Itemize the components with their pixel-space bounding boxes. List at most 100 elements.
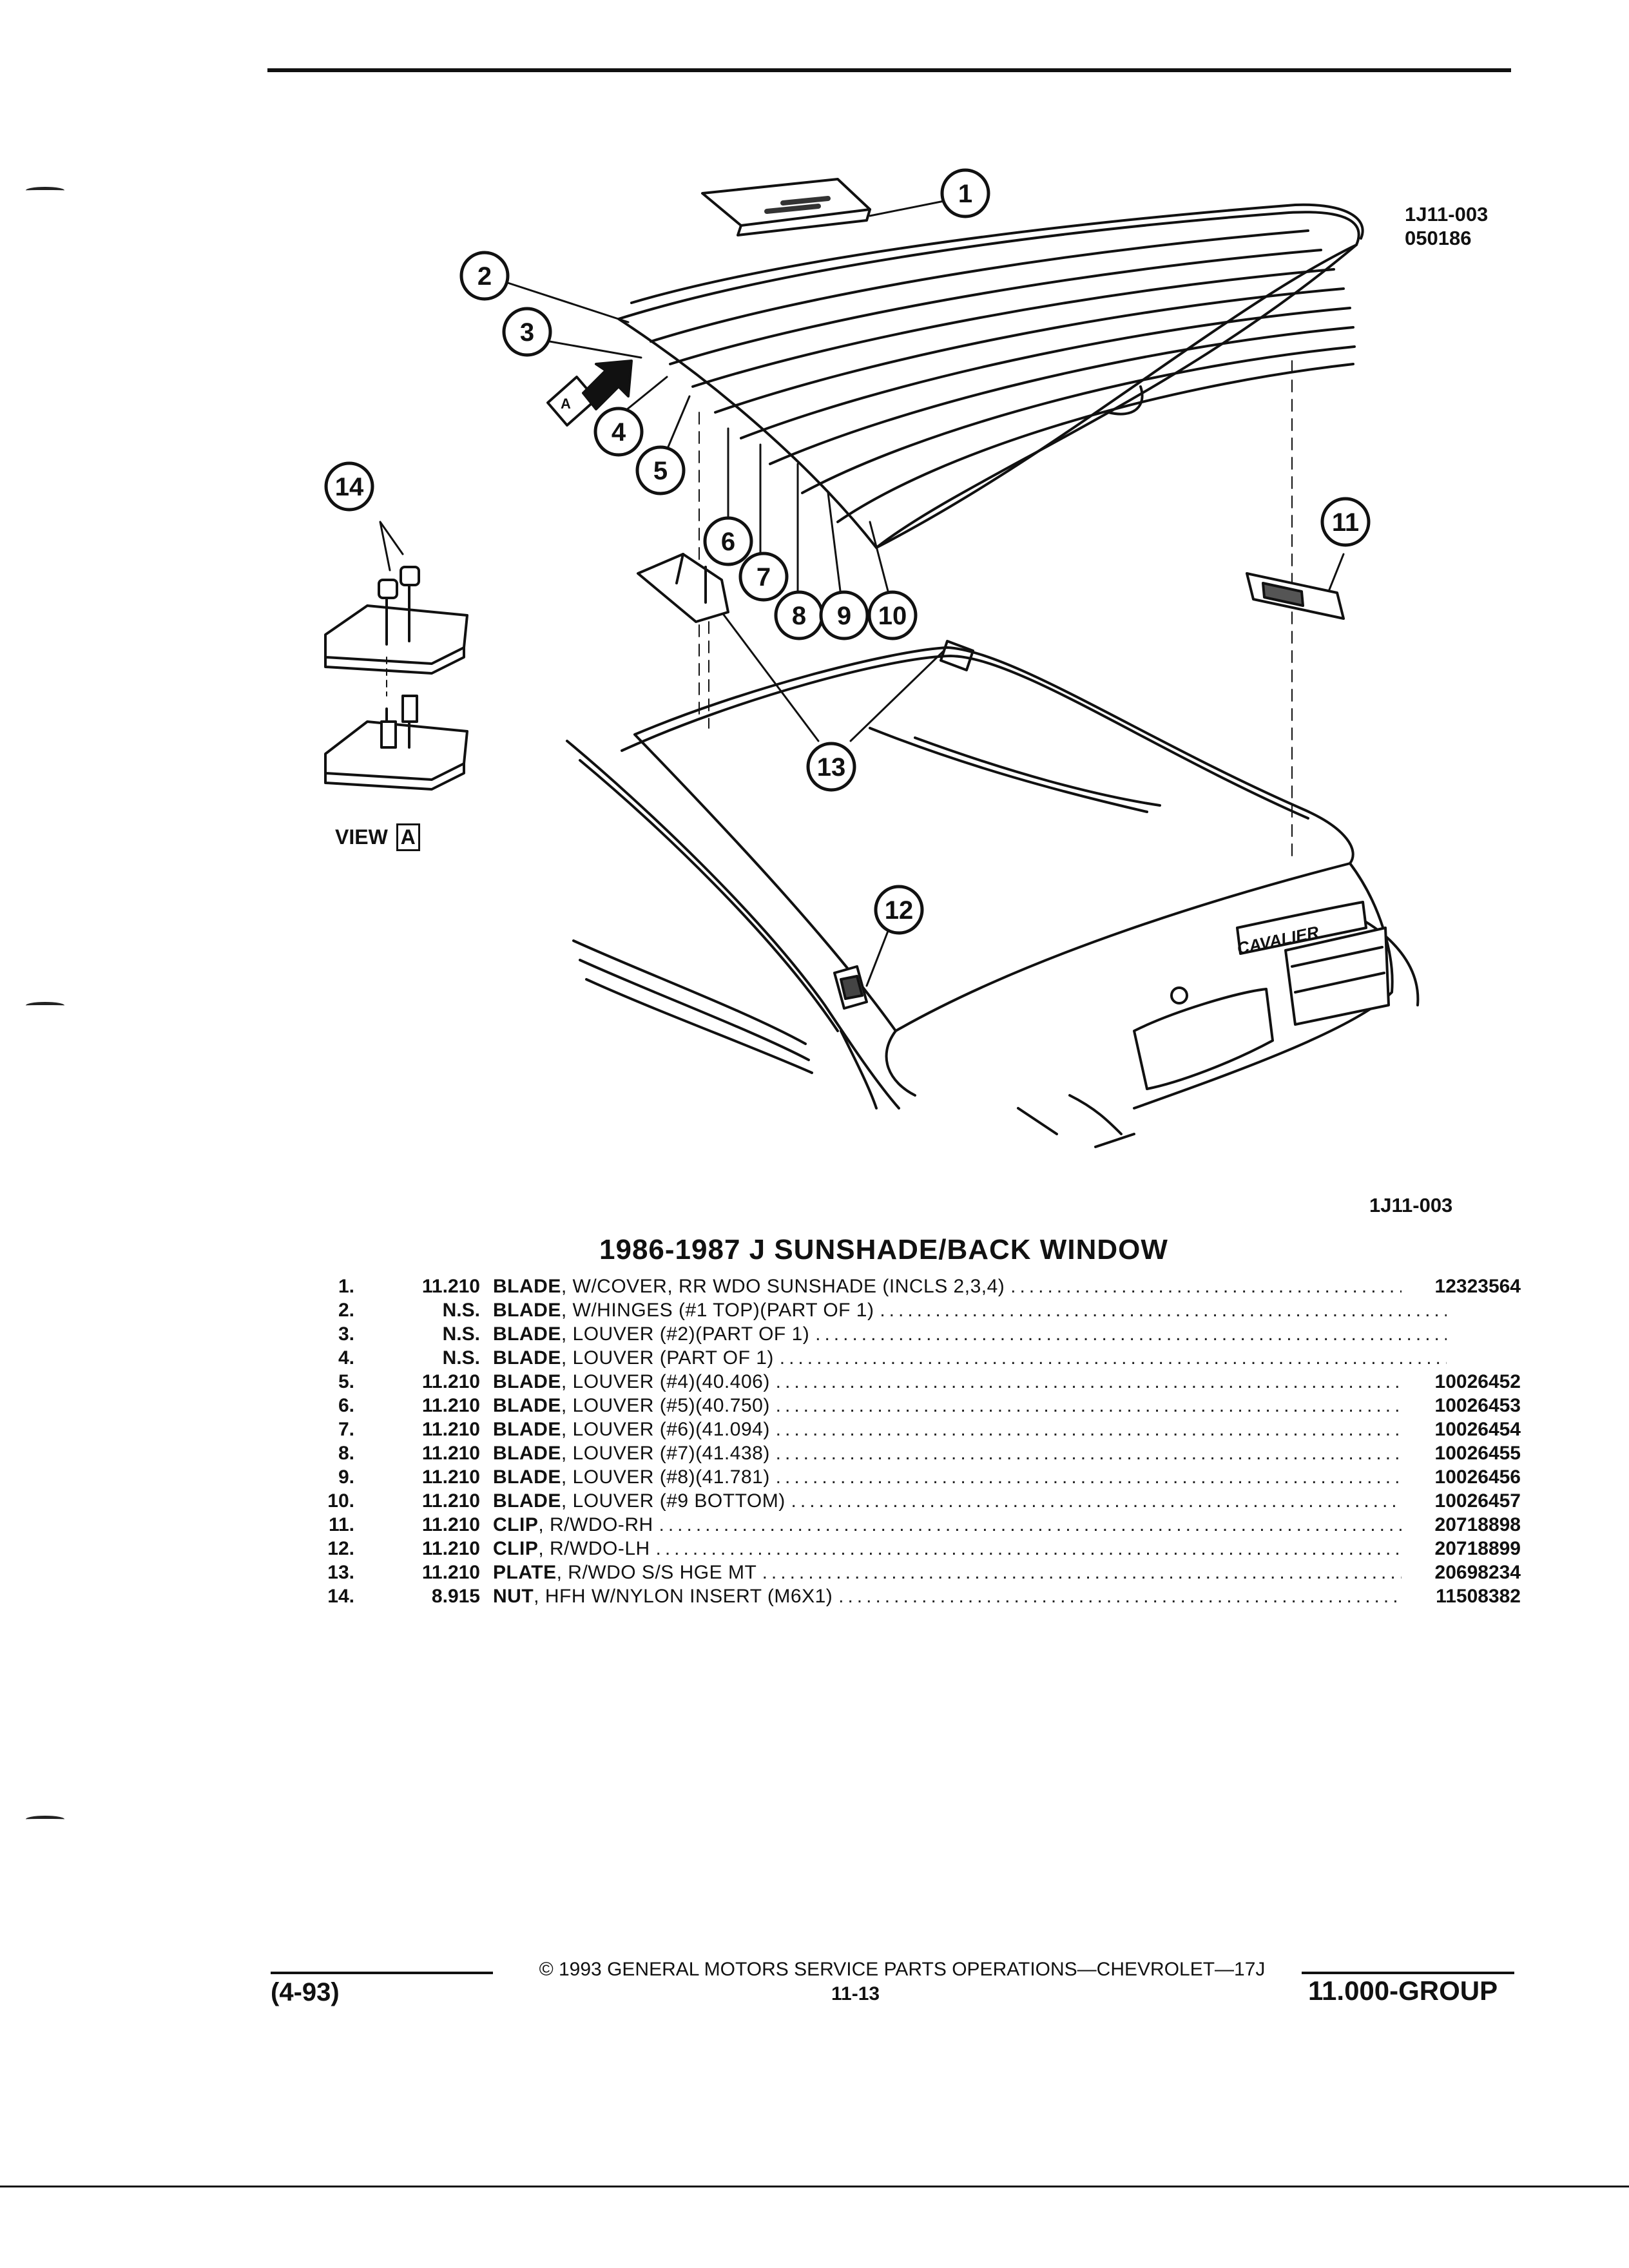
part-number: 12323564	[1402, 1274, 1521, 1298]
item-description: CLIP, R/WDO-LH .........................…	[493, 1538, 1447, 1559]
item-description: BLADE, LOUVER (#9 BOTTOM) ..............…	[493, 1490, 1447, 1512]
parts-row: 8. 11.210 BLADE, LOUVER (#7)(41.438) ...…	[309, 1441, 1521, 1465]
item-description: BLADE, LOUVER (PART OF 1) ..............…	[493, 1347, 1447, 1369]
item-noun: NUT	[493, 1586, 534, 1607]
item-noun: BLADE	[493, 1466, 561, 1488]
parts-row: 6. 11.210 BLADE, LOUVER (#5)(40.750) ...…	[309, 1394, 1521, 1418]
item-number: 7.	[338, 1419, 354, 1440]
parts-row: 13. 11.210 PLATE, R/WDO S/S HGE MT .....…	[309, 1561, 1521, 1584]
parts-row: 14. 8.915 NUT, HFH W/NYLON INSERT (M6X1)…	[309, 1584, 1521, 1608]
item-desc-text: , LOUVER (#6)(41.094)	[561, 1419, 770, 1440]
callout-4: 4	[612, 418, 626, 447]
item-number: 6.	[338, 1395, 354, 1416]
item-noun: PLATE	[493, 1562, 557, 1583]
item-noun: BLADE	[493, 1347, 561, 1369]
callout-12: 12	[885, 896, 914, 925]
group-number: 11.210	[421, 1443, 480, 1464]
group-number: 11.210	[421, 1490, 480, 1512]
clip-rh-drawing	[1246, 572, 1345, 620]
item-number: 1.	[338, 1276, 354, 1297]
item-desc-text: , W/HINGES (#1 TOP)(PART OF 1)	[561, 1300, 874, 1321]
diagram-code-bottom: 1J11-003	[1369, 1194, 1453, 1216]
group-number: N.S.	[442, 1300, 480, 1321]
item-noun: BLADE	[493, 1371, 561, 1392]
group-number: 11.210	[421, 1466, 480, 1488]
item-number: 4.	[338, 1347, 354, 1369]
item-description: PLATE, R/WDO S/S HGE MT ................…	[493, 1562, 1447, 1583]
group-number: 11.210	[421, 1538, 480, 1559]
part-number: 10026453	[1402, 1394, 1521, 1418]
item-noun: BLADE	[493, 1490, 561, 1512]
item-desc-text: , R/WDO S/S HGE MT	[556, 1562, 757, 1583]
item-noun: BLADE	[493, 1443, 561, 1464]
parts-row: 4. N.S. BLADE, LOUVER (PART OF 1) ......…	[309, 1346, 1521, 1370]
item-noun: BLADE	[493, 1323, 561, 1345]
item-desc-text: , LOUVER (#7)(41.438)	[561, 1443, 770, 1464]
item-desc-text: , W/COVER, RR WDO SUNSHADE (INCLS 2,3,4)	[561, 1276, 1005, 1297]
item-description: BLADE, LOUVER (#8)(41.781) .............…	[493, 1466, 1447, 1488]
callout-2: 2	[477, 262, 492, 291]
item-desc-text: , R/WDO-LH	[538, 1538, 650, 1559]
part-number: 11508382	[1402, 1584, 1521, 1608]
parts-row: 5. 11.210 BLADE, LOUVER (#4)(40.406) ...…	[309, 1370, 1521, 1394]
footer-date: (4-93)	[271, 1978, 340, 2006]
parts-row: 10. 11.210 BLADE, LOUVER (#9 BOTTOM) ...…	[309, 1489, 1521, 1513]
parts-row: 11. 11.210 CLIP, R/WDO-RH ..............…	[309, 1513, 1521, 1537]
group-number: N.S.	[442, 1347, 480, 1369]
item-desc-text: , LOUVER (#8)(41.781)	[561, 1466, 770, 1488]
view-letter-box: A	[396, 823, 420, 851]
item-desc-text: , LOUVER (PART OF 1)	[561, 1347, 774, 1369]
part-number: 20718899	[1402, 1537, 1521, 1561]
parts-row: 9. 11.210 BLADE, LOUVER (#8)(41.781) ...…	[309, 1465, 1521, 1489]
item-desc-text: , LOUVER (#5)(40.750)	[561, 1395, 770, 1416]
item-desc-text: , LOUVER (#2)(PART OF 1)	[561, 1323, 810, 1345]
callout-11: 11	[1332, 508, 1359, 537]
group-number: 11.210	[421, 1514, 480, 1535]
callout-5: 5	[653, 457, 668, 485]
item-description: BLADE, LOUVER (#2)(PART OF 1) ..........…	[493, 1323, 1447, 1345]
view-a-arrow	[546, 360, 633, 427]
group-number: 11.210	[421, 1371, 480, 1392]
parts-row: 1. 11.210 BLADE, W/COVER, RR WDO SUNSHAD…	[309, 1274, 1521, 1298]
part-number: 10026457	[1402, 1489, 1521, 1513]
parts-row: 12. 11.210 CLIP, R/WDO-LH ..............…	[309, 1537, 1521, 1561]
item-noun: BLADE	[493, 1300, 561, 1321]
view-a-label: VIEW A	[335, 823, 420, 851]
part-number: 20698234	[1402, 1561, 1521, 1584]
item-number: 9.	[338, 1466, 354, 1488]
part-number: 10026452	[1402, 1370, 1521, 1394]
item-description: BLADE, LOUVER (#4)(40.406) .............…	[493, 1371, 1447, 1392]
item-description: BLADE, LOUVER (#6)(41.094) .............…	[493, 1419, 1447, 1440]
callout-1: 1	[958, 180, 972, 208]
diagram-date-code: 050186	[1405, 227, 1472, 249]
exploded-parts-diagram: 1 2 3 4 5 6 7 8 9 10 11 12 13 14 A CAVAL…	[324, 168, 1420, 1148]
view-label-text: VIEW	[335, 825, 388, 849]
diagram-code-top: 1J11-003	[1405, 203, 1489, 226]
callout-9: 9	[837, 602, 851, 630]
sunshade-cover-drawing	[701, 178, 871, 236]
item-desc-text: , R/WDO-RH	[538, 1514, 653, 1535]
item-desc-text: , HFH W/NYLON INSERT (M6X1)	[534, 1586, 833, 1607]
item-noun: BLADE	[493, 1395, 561, 1416]
part-number: 10026454	[1402, 1418, 1521, 1441]
item-description: CLIP, R/WDO-RH .........................…	[493, 1514, 1447, 1535]
callout-6: 6	[721, 528, 735, 556]
parts-row: 3. N.S. BLADE, LOUVER (#2)(PART OF 1) ..…	[309, 1322, 1521, 1346]
item-number: 10.	[327, 1490, 354, 1512]
item-number: 12.	[327, 1538, 354, 1559]
callout-3: 3	[520, 318, 534, 347]
item-noun: CLIP	[493, 1514, 539, 1535]
item-number: 13.	[327, 1562, 354, 1583]
item-number: 8.	[338, 1443, 354, 1464]
group-number: 11.210	[421, 1276, 480, 1297]
callout-14: 14	[335, 473, 364, 501]
item-description: BLADE, W/HINGES (#1 TOP)(PART OF 1) ....…	[493, 1300, 1447, 1321]
part-number: 20718898	[1402, 1513, 1521, 1537]
part-number: 10026455	[1402, 1441, 1521, 1465]
callout-circles	[324, 168, 1371, 935]
item-number: 2.	[338, 1300, 354, 1321]
bottom-rule	[0, 2186, 1629, 2187]
item-description: BLADE, LOUVER (#7)(41.438) .............…	[493, 1443, 1447, 1464]
clip-lh-drawing	[833, 965, 868, 1010]
sunshade-louver-assembly	[617, 203, 1364, 549]
